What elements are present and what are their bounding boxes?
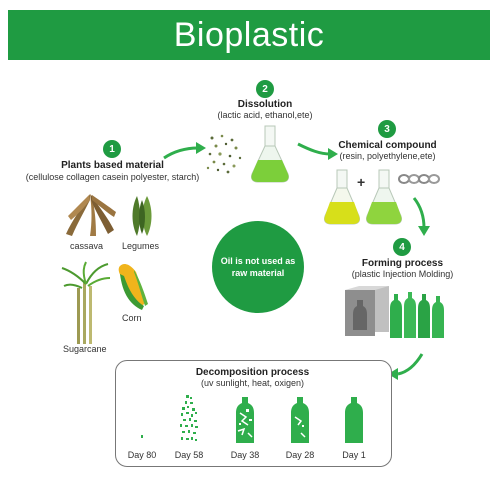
title-banner: Bioplastic: [8, 10, 490, 60]
legumes-icon: [132, 196, 152, 236]
flask-green-icon: [366, 169, 402, 225]
arrow-icon: [297, 142, 338, 160]
step-1-badge: 1: [103, 140, 121, 158]
flask-yellow-icon: [324, 169, 360, 225]
green-bottles-icon: [390, 292, 444, 338]
particles-icon: [206, 134, 242, 174]
step-2-sub: (lactic acid, ethanol,ete): [217, 110, 313, 120]
decomposition-sub: (uv sunlight, heat, oxigen): [200, 378, 305, 388]
flask-icon: [251, 125, 289, 183]
bottle-day38-icon: [236, 397, 254, 443]
arrow-icon: [163, 142, 206, 160]
step-3-sub: (resin, polyethylene,ete): [339, 151, 436, 161]
arrow-icon: [388, 353, 424, 380]
step-4-badge: 4: [393, 238, 411, 256]
day-label: Day 28: [285, 450, 315, 460]
decomposition-heading: Decomposition process: [195, 367, 310, 378]
corn-icon: [118, 264, 148, 310]
cassava-label: cassava: [70, 241, 104, 251]
chain-icon: [398, 174, 440, 184]
day-label: Day 38: [230, 450, 260, 460]
bottle-day1-icon: [345, 397, 363, 443]
bottle-day28-icon: [291, 397, 309, 443]
oil-note-circle: Oil is not used as raw material: [212, 221, 304, 313]
bottle-day80-icon: [141, 435, 143, 438]
cassava-icon: [66, 194, 116, 236]
page-title: Bioplastic: [173, 15, 325, 54]
step-2-heading: Dissolution: [237, 99, 293, 110]
sugarcane-icon: [61, 261, 111, 344]
step-4-sub: (plastic Injection Molding): [351, 269, 454, 279]
step-3-heading: Chemical compound: [338, 140, 437, 151]
oil-note-text: Oil is not used as raw material: [220, 256, 296, 278]
step-4-heading: Forming process: [361, 258, 444, 269]
step-3-badge: 3: [378, 120, 396, 138]
step-1-sub: (cellulose collagen casein polyester, st…: [25, 172, 200, 182]
step-2-badge: 2: [256, 80, 274, 98]
bottle-day58-icon: [180, 395, 198, 441]
sugarcane-label: Sugarcane: [63, 344, 107, 354]
mold-icon: [345, 286, 389, 336]
day-label: Day 58: [174, 450, 204, 460]
day-label: Day 1: [342, 450, 366, 460]
step-1-heading: Plants based material: [61, 160, 164, 171]
day-label: Day 80: [127, 450, 157, 460]
plus-sign: +: [357, 174, 366, 190]
legumes-label: Legumes: [122, 241, 160, 251]
corn-label: Corn: [122, 313, 142, 323]
arrow-icon: [412, 197, 430, 236]
